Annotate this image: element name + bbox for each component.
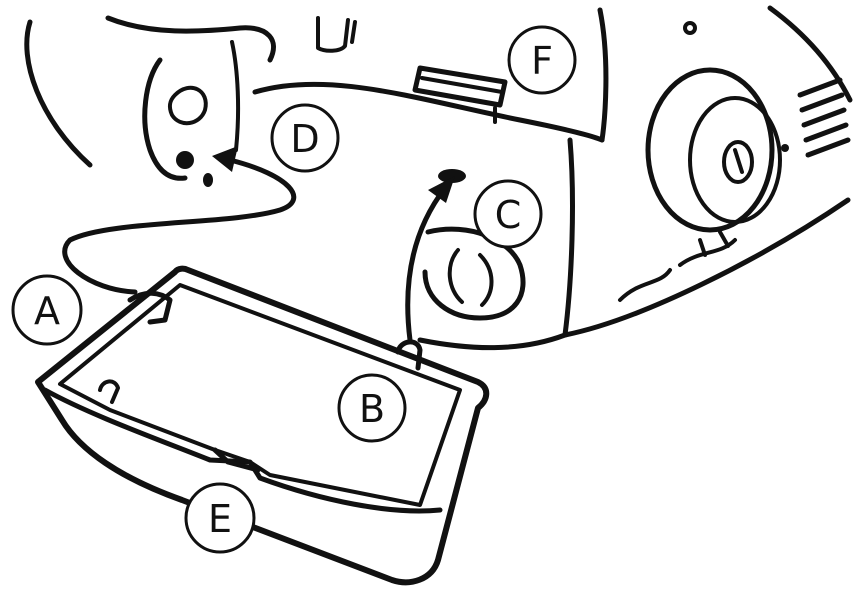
thread-guide — [316, 16, 350, 53]
handwheel-dot — [781, 144, 789, 152]
handwheel-slot — [733, 148, 744, 174]
tray-inner-rim — [58, 283, 462, 507]
callout-f-label: F — [531, 39, 553, 83]
presser-foot-hole — [167, 85, 208, 126]
callout-c-circle — [473, 179, 543, 249]
callout-a-circle — [11, 274, 83, 346]
callout-a: A — [11, 274, 83, 346]
base-ornament — [618, 230, 737, 302]
tray-notch-e — [212, 447, 261, 473]
accessory-tray — [35, 265, 490, 586]
arrow-head-c — [428, 176, 455, 203]
machine-body — [24, 5, 853, 351]
callout-e: E — [184, 482, 256, 554]
tray-outer — [35, 265, 490, 586]
needle-bar-edge — [230, 40, 241, 152]
tray-pin — [98, 379, 120, 404]
callout-b: B — [337, 373, 407, 443]
machine-left-arc — [24, 19, 93, 168]
machine-upper-edge — [597, 7, 609, 143]
machine-front-edge — [562, 137, 575, 338]
callout-c: C — [473, 179, 543, 249]
machine-head-top — [105, 15, 276, 63]
bobbin-cover-line2 — [478, 253, 494, 307]
vent-slots — [797, 77, 851, 158]
handwheel-hub — [722, 140, 754, 184]
connector-pin-dot — [203, 173, 213, 187]
arrow-head-d — [212, 146, 238, 172]
callout-c-label: C — [495, 193, 522, 237]
connection-arrows — [62, 146, 455, 343]
callout-a-label: A — [34, 289, 60, 333]
bobbin-cover-line1 — [447, 248, 464, 304]
handwheel-inner — [688, 96, 782, 224]
callout-e-label: E — [208, 497, 232, 541]
accessory-slot — [412, 65, 508, 108]
callout-d-circle — [270, 103, 340, 173]
presser-outline — [142, 57, 188, 181]
receptacle-c — [438, 169, 466, 183]
tab-a-to-d-line — [62, 157, 297, 295]
machine-top-right-edge — [767, 5, 853, 103]
tray-tab-b — [395, 339, 423, 371]
callout-b-label: B — [359, 387, 385, 431]
callout-e-circle — [184, 482, 256, 554]
callout-f-circle — [507, 25, 577, 95]
tab-b-to-c-line — [405, 185, 448, 343]
callout-d-label: D — [290, 117, 319, 161]
machine-screw — [683, 21, 697, 35]
accessory-slot-line — [420, 76, 504, 94]
connector-socket-dot — [176, 151, 194, 169]
handwheel-outer — [645, 67, 775, 233]
callout-f: F — [507, 25, 577, 95]
callout-d: D — [270, 103, 340, 173]
machine-base-curve — [417, 332, 568, 351]
thread-guide-post — [350, 20, 357, 44]
machine-bed-edge — [252, 81, 605, 143]
callout-b-circle — [337, 373, 407, 443]
machine-base-right — [562, 197, 851, 338]
tray-front-lip — [42, 387, 443, 514]
tray-tab-a — [127, 290, 173, 325]
